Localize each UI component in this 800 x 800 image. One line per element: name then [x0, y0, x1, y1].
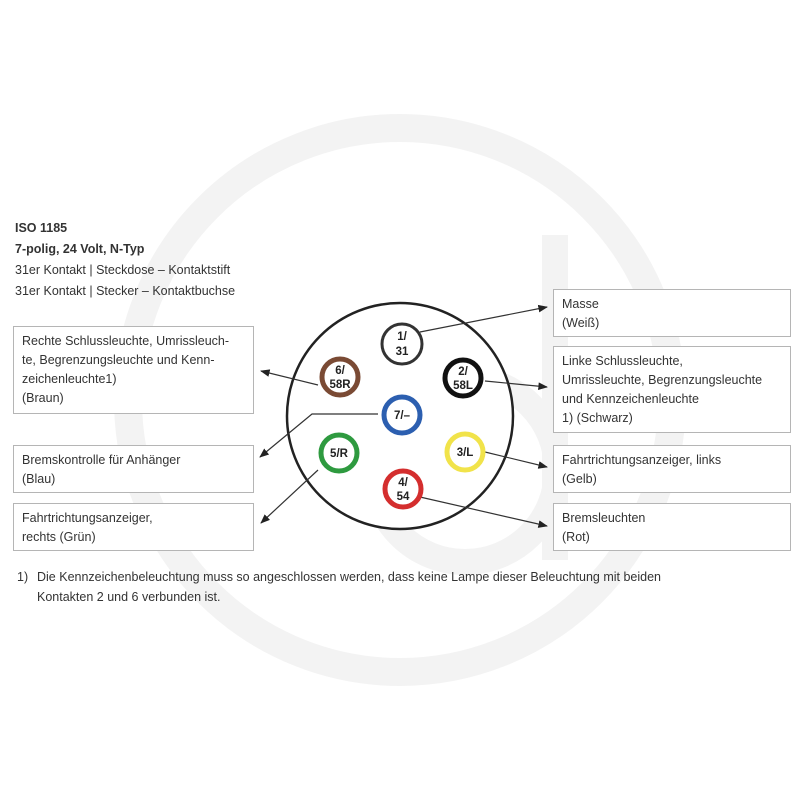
- box-line: (Blau): [22, 472, 56, 486]
- box-line: Fahrtrichtungsanzeiger, links: [562, 453, 722, 467]
- leader-line-ground: [419, 304, 548, 333]
- label-box-left-tail-light: Linke Schlussleuchte, Umrissleuchte, Beg…: [553, 346, 791, 433]
- pin-2-label-top: 2/: [458, 366, 468, 378]
- box-line: Bremskontrolle für Anhänger: [22, 453, 181, 467]
- leader-line-right-tail: [260, 369, 319, 386]
- box-line: Fahrtrichtungsanzeiger,: [22, 511, 153, 525]
- box-line: rechts (Grün): [22, 530, 96, 544]
- leader-line-left-indicator: [484, 451, 548, 469]
- box-line: Rechte Schlussleuchte, Umrissleuch-: [22, 334, 230, 348]
- label-box-left-indicator: Fahrtrichtungsanzeiger, links (Gelb): [553, 445, 791, 493]
- leader-line-left-tail: [484, 380, 548, 390]
- pin-2-label-bottom: 58L: [453, 380, 473, 392]
- pin-7-label: 7/–: [394, 410, 411, 422]
- spec-title: ISO 1185: [15, 221, 68, 235]
- pin-6-label-bottom: 58R: [329, 379, 351, 391]
- label-box-ground: Masse (Weiß): [553, 289, 791, 337]
- box-line: (Braun): [22, 391, 64, 405]
- footnote-text: Die Kennzeichenbeleuchtung muss so anges…: [37, 570, 662, 604]
- label-box-right-tail-light: Rechte Schlussleuchte, Umrissleuch- te, …: [13, 326, 254, 414]
- pin-4-ring: [382, 468, 424, 510]
- pin-3-left-indicator: 3/L: [444, 431, 486, 473]
- box-line: (Gelb): [562, 472, 597, 486]
- spec-subtitle: 7-polig, 24 Volt, N-Typ: [15, 242, 145, 256]
- spec-line-socket: 31er Kontakt | Steckdose – Kontaktstift: [15, 263, 231, 277]
- leader-line-right-indicator: [260, 469, 319, 524]
- box-line: Linke Schlussleuchte,: [562, 354, 683, 368]
- spec-header: ISO 1185 7-polig, 24 Volt, N-Typ 31er Ko…: [15, 218, 235, 302]
- box-line: Bremsleuchten: [562, 511, 646, 525]
- pin-3-label: 3/L: [457, 447, 474, 459]
- box-line: te, Begrenzungsleuchte und Kenn-: [22, 353, 215, 367]
- pin-2-left-tail: 2/ 58L: [442, 357, 484, 399]
- pin-6-right-tail: 6/ 58R: [319, 356, 361, 398]
- pin-7-brake-control: 7/–: [381, 394, 423, 436]
- box-line: und Kennzeichenleuchte: [562, 392, 699, 406]
- box-line: Umrissleuchte, Begrenzungsleuchte: [562, 373, 763, 387]
- label-box-brake-lights: Bremsleuchten (Rot): [553, 503, 791, 551]
- box-line: 1) (Schwarz): [562, 411, 633, 425]
- leader-line-brake: [419, 496, 548, 528]
- pin-1-label-bottom: 31: [396, 346, 409, 358]
- box-line: (Weiß): [562, 316, 600, 330]
- pin-6-ring: [319, 356, 361, 398]
- label-box-brake-control: Bremskontrolle für Anhänger (Blau): [13, 445, 254, 493]
- footnote-number: 1): [17, 570, 29, 584]
- pin-7-ring: [381, 394, 423, 436]
- pin-1-label-top: 1/: [397, 331, 407, 343]
- pin-2-ring: [442, 357, 484, 399]
- pin-1-ground: 1/ 31: [380, 322, 424, 366]
- leader-line-brake-control: [259, 413, 378, 458]
- pin-5-right-indicator: 5/R: [318, 432, 360, 474]
- pin-6-label-top: 6/: [335, 365, 345, 377]
- pin-1-ring: [380, 322, 424, 366]
- pin-4-label-bottom: 54: [397, 491, 410, 503]
- box-line: (Rot): [562, 530, 590, 544]
- footnote: 1) Die Kennzeichenbeleuchtung muss so an…: [17, 567, 697, 607]
- box-line: Masse: [562, 297, 599, 311]
- pin-4-brake: 4/ 54: [382, 468, 424, 510]
- pin-5-ring: [318, 432, 360, 474]
- spec-line-plug: 31er Kontakt | Stecker – Kontaktbuchse: [15, 284, 236, 298]
- pin-4-label-top: 4/: [398, 477, 408, 489]
- pin-3-ring: [444, 431, 486, 473]
- label-box-right-indicator: Fahrtrichtungsanzeiger, rechts (Grün): [13, 503, 254, 551]
- pin-5-label: 5/R: [330, 448, 349, 460]
- box-line: zeichenleuchte1): [22, 372, 117, 386]
